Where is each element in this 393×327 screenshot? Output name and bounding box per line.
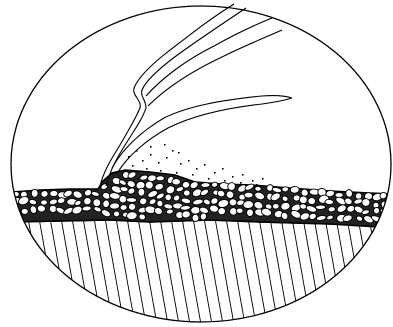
pebble (31, 189, 38, 197)
pebble (138, 188, 146, 197)
pebble (236, 208, 243, 214)
plume-lower-branch (112, 96, 292, 168)
speckle (252, 180, 254, 182)
pebble (272, 203, 279, 209)
speckle (214, 172, 216, 174)
speckle (146, 168, 148, 170)
speckle (222, 168, 224, 170)
pebble (102, 199, 110, 208)
pebble (119, 195, 127, 203)
pebble (182, 181, 190, 188)
pebble (113, 211, 119, 217)
speckle (196, 168, 198, 170)
pebble (126, 198, 137, 203)
speckle (256, 184, 258, 186)
pebble (246, 209, 253, 217)
pebble (120, 204, 127, 210)
pebble (211, 182, 218, 188)
speckle (240, 182, 242, 184)
pebble (361, 198, 370, 206)
speckle (192, 174, 194, 176)
speckle (242, 174, 244, 176)
pebble (40, 200, 47, 206)
pebble (315, 205, 325, 210)
pebble (49, 190, 58, 197)
hatch-line (6, 218, 26, 327)
speckle (150, 146, 152, 148)
pebble (328, 206, 336, 212)
speckle (204, 164, 206, 166)
plume (100, 4, 292, 186)
speckle (208, 178, 210, 180)
speckle (176, 172, 178, 174)
speckle (172, 150, 174, 152)
pebble-layer (10, 170, 393, 228)
hatch-line (369, 218, 389, 327)
pebble (325, 199, 334, 205)
speckle (178, 152, 180, 154)
pebble (254, 186, 261, 192)
speckle (150, 154, 152, 156)
pebble (308, 197, 316, 204)
speckle (160, 170, 162, 172)
hatch-line (380, 218, 393, 327)
speckle (166, 157, 168, 159)
pebble (282, 186, 289, 192)
pebble (381, 217, 392, 223)
pebble (109, 203, 119, 210)
speckle (142, 160, 144, 162)
speckle (180, 163, 182, 165)
plume-upper-branch-inner (148, 30, 282, 106)
pebble (172, 178, 181, 185)
pebble (165, 194, 172, 201)
pebble (21, 208, 28, 214)
pebble (129, 203, 136, 210)
pebble (290, 186, 299, 193)
speckle (232, 176, 234, 178)
pebble (190, 206, 200, 214)
pebble (192, 214, 199, 222)
pebble (299, 196, 307, 204)
pebble (183, 190, 190, 197)
speckle (224, 180, 226, 182)
plume-outer-left-edge (100, 4, 234, 186)
pebble (82, 206, 92, 212)
plume-lower-branch-inner (118, 98, 292, 172)
plume-upper-branch (146, 18, 272, 96)
pebble (156, 176, 164, 181)
hatch-line (0, 218, 15, 327)
pebble (229, 199, 237, 207)
pebble (41, 190, 49, 197)
pebble (244, 192, 253, 198)
speckle (188, 160, 190, 162)
speckle (164, 144, 166, 146)
speckle (132, 165, 134, 167)
speckle (158, 162, 160, 164)
speckle (262, 178, 264, 180)
pebble (201, 182, 210, 187)
hatch-line (0, 218, 4, 327)
